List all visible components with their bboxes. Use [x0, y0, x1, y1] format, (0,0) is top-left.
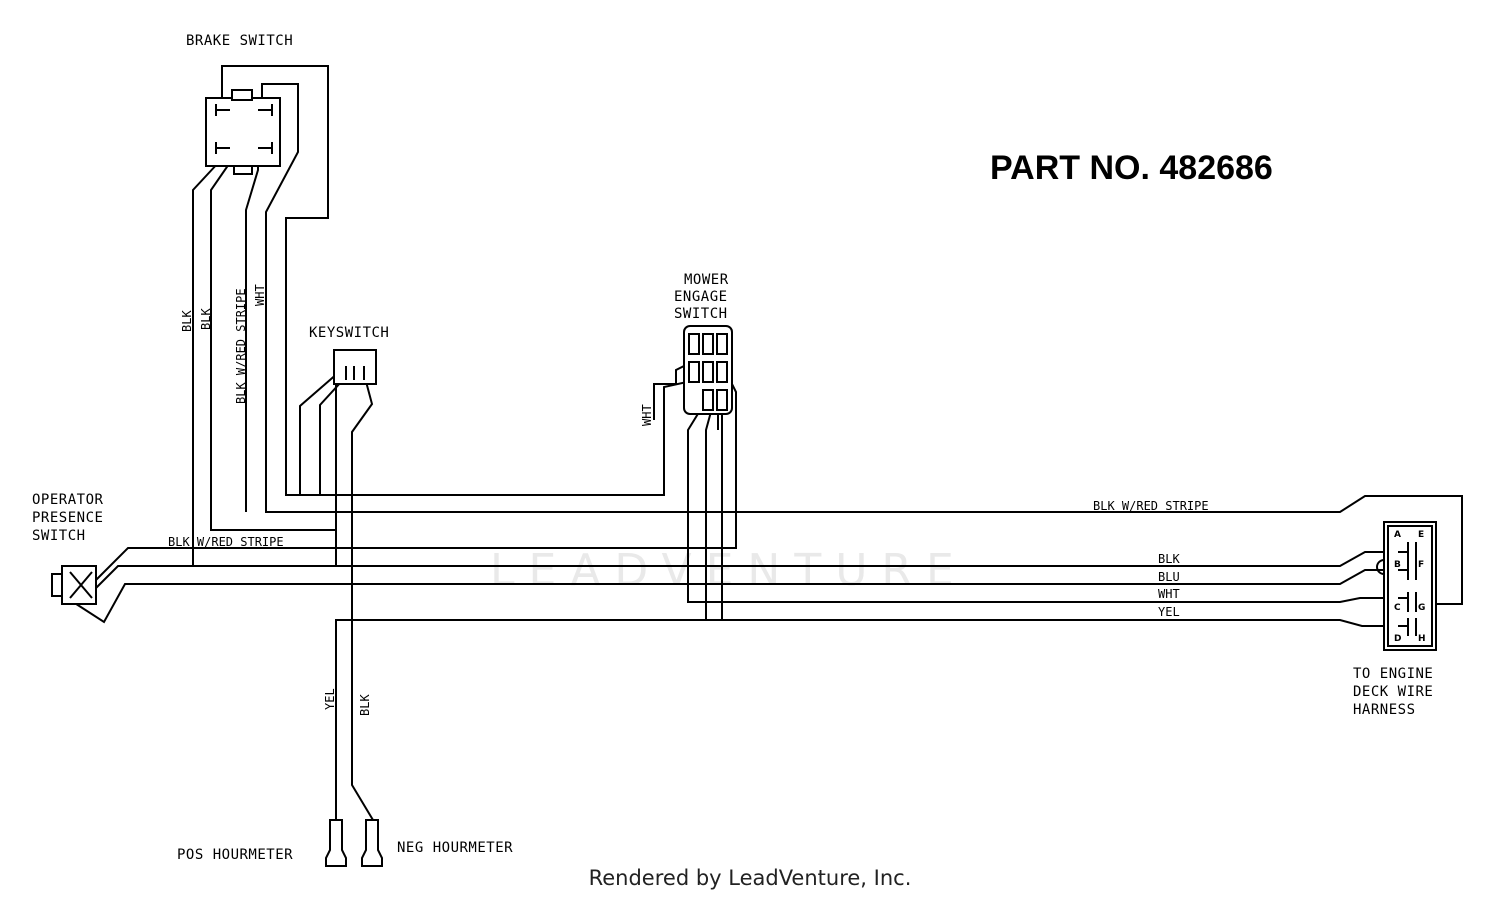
brake-switch-tab-bottom: [233, 165, 253, 175]
ops-switch-body: [61, 565, 97, 605]
engine-harness-connector: A B C D E F G H TO ENGINE DECK WIRE HARN…: [1353, 521, 1437, 718]
wire-brake-blk-2: [210, 147, 336, 531]
neg-hourmeter-terminal: [361, 819, 383, 867]
wire-brake-blk-1: [192, 147, 351, 567]
label-harness-wht: WHT: [1158, 587, 1180, 601]
brake-switch-label: BRAKE SWITCH: [186, 33, 293, 49]
pin-g: G: [1418, 603, 1425, 613]
brake-switch-contacts: [215, 104, 273, 154]
label-harness-blk: BLK: [1158, 552, 1180, 566]
keyswitch-label: KEYSWITCH: [309, 325, 389, 341]
ops-switch-plate: [51, 573, 63, 597]
wire-ops-blk: [95, 551, 1400, 589]
label-brake-blk-2: BLK: [199, 308, 213, 330]
mower-cell-7: [702, 389, 714, 411]
label-brake-blk-1: BLK: [180, 310, 194, 332]
part-number-title: PART NO. 482686: [990, 149, 1273, 187]
mower-cell-3: [716, 333, 728, 355]
keyswitch-terminals: [345, 366, 365, 380]
ops-label-2: PRESENCE: [32, 510, 103, 526]
wire-brake-wht: [261, 83, 1463, 605]
hourmeter-terminals: POS HOURMETER NEG HOURMETER: [177, 819, 513, 867]
pos-hourmeter-terminal: [325, 819, 347, 867]
brake-switch-tab-top: [231, 89, 253, 101]
pin-f: F: [1418, 560, 1424, 570]
neg-hourmeter-label: NEG HOURMETER: [397, 840, 513, 856]
label-mower-wht: WHT: [640, 404, 654, 426]
ops-label-1: OPERATOR: [32, 492, 104, 508]
label-brake-wht: WHT: [253, 284, 267, 306]
label-ops-blk-red: BLK W/RED STRIPE: [168, 535, 284, 549]
pin-c: C: [1394, 603, 1401, 613]
mower-cell-5: [702, 361, 714, 383]
mower-engage-switch: MOWER ENGAGE SWITCH: [674, 272, 733, 415]
wire-mower-blu: [705, 407, 713, 620]
keyswitch: KEYSWITCH: [309, 325, 389, 385]
ops-switch-cross: [69, 571, 93, 599]
label-hour-blk: BLK: [358, 694, 372, 716]
harness-connector-inner: [1387, 525, 1433, 647]
wire-brake-loop: [221, 65, 697, 496]
harness-label-3: HARNESS: [1353, 702, 1416, 718]
label-brake-blk-red: BLK W/RED STRIPE: [234, 288, 248, 404]
wire-hour-yel: [335, 410, 1400, 820]
label-harness-yel: YEL: [1158, 605, 1180, 619]
pin-e: E: [1418, 530, 1424, 540]
mower-cell-6: [716, 361, 728, 383]
footer-credit: Rendered by LeadVenture, Inc.: [588, 866, 912, 890]
pin-d: D: [1394, 634, 1401, 644]
harness-label-2: DECK WIRE: [1353, 684, 1433, 700]
label-harness-blu: BLU: [1158, 570, 1180, 584]
brake-switch-body: [205, 97, 281, 167]
watermark: LEADVENTURE: [490, 545, 968, 596]
harness-label-1: TO ENGINE: [1353, 666, 1433, 682]
pin-a: A: [1394, 530, 1401, 540]
mower-cell-8: [716, 389, 728, 411]
wire-labels: BLK BLK BLK W/RED STRIPE WHT WHT BLK W/R…: [168, 284, 1209, 716]
mower-engage-label-1: MOWER: [684, 272, 729, 288]
wire-ops-lower: [69, 569, 1400, 624]
pin-b: B: [1394, 560, 1401, 570]
operator-presence-switch: OPERATOR PRESENCE SWITCH: [32, 492, 104, 605]
label-hour-yel: YEL: [323, 688, 337, 710]
wire-mower-wht: [687, 403, 1400, 603]
wire-key-hour-blk: [351, 373, 374, 821]
mower-cell-4: [688, 361, 700, 383]
harness-key: [1376, 559, 1385, 575]
harness-pin-contacts: [1398, 542, 1417, 636]
mower-cell-2: [702, 333, 714, 355]
mower-engage-label-3: SWITCH: [674, 306, 728, 322]
pin-h: H: [1418, 634, 1426, 644]
wire-key-left: [299, 365, 347, 495]
label-main-blk-red: BLK W/RED STRIPE: [1093, 499, 1209, 513]
wires: [69, 65, 1463, 821]
mower-engage-label-2: ENGAGE: [674, 289, 728, 305]
brake-switch: BRAKE SWITCH: [186, 33, 293, 175]
ops-label-3: SWITCH: [32, 528, 86, 544]
wire-ops-blk-red: [95, 375, 737, 581]
mower-cell-1: [688, 333, 700, 355]
pos-hourmeter-label: POS HOURMETER: [177, 847, 293, 863]
wire-mower-left: [653, 359, 697, 420]
